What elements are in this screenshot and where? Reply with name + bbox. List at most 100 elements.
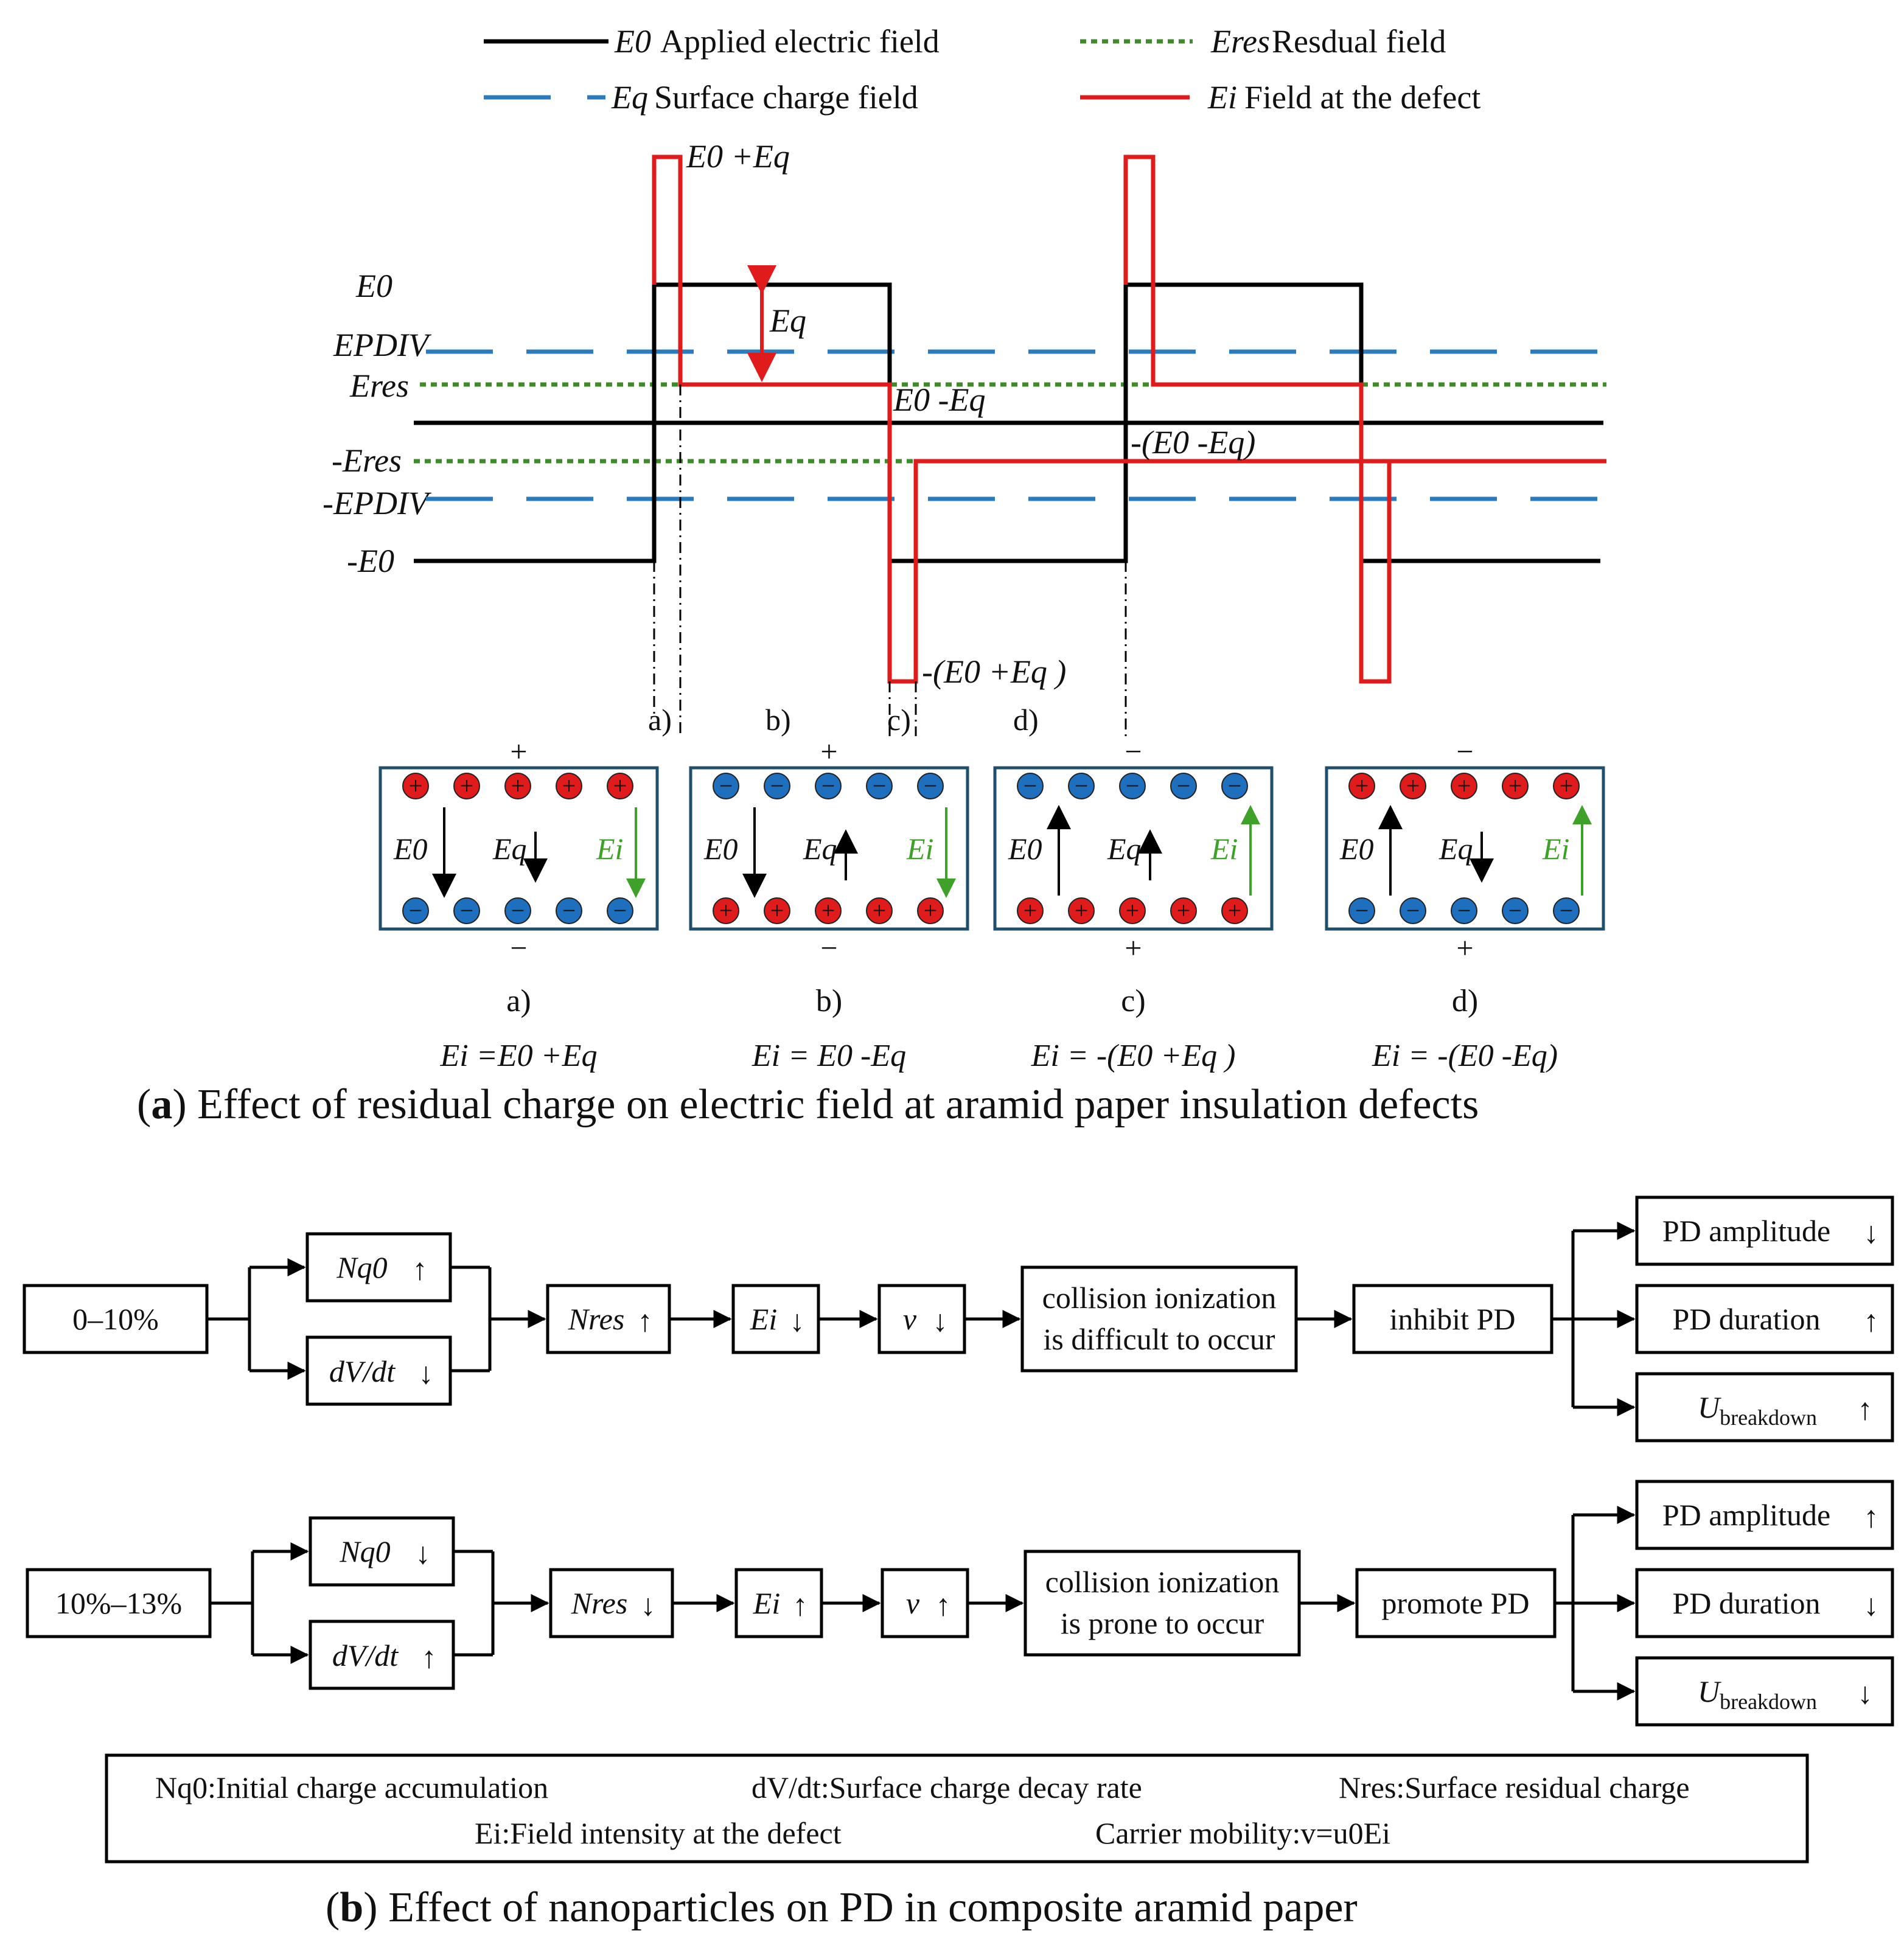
panel-label: a): [506, 984, 531, 1018]
flow-out3-box: [1635, 1372, 1894, 1443]
flow-out2-text: PD duration: [1672, 1586, 1820, 1620]
charge-sign: +: [1228, 897, 1242, 924]
charge-negative: [504, 897, 531, 924]
caption-a-letter: a: [151, 1081, 172, 1128]
charge-positive: [1348, 773, 1375, 799]
flow-out3-symbol: U: [1698, 1674, 1721, 1708]
flow-v-arrow: ↓: [933, 1304, 948, 1338]
charge-sign: +: [562, 772, 576, 799]
flow-dvdt-arrow: ↑: [422, 1640, 437, 1674]
charge-sign: −: [1177, 772, 1191, 799]
charge-positive: [815, 897, 842, 924]
charge-sign: +: [719, 897, 733, 924]
panel-ei-label: Ei: [596, 832, 623, 866]
legend-applied-label: Applied electric field: [660, 23, 940, 60]
panel-e0-label: E0: [703, 832, 738, 866]
y-label-neg-eres: -Eres: [332, 442, 402, 479]
flow-out3-sub: breakdown: [1720, 1405, 1817, 1430]
charge-positive: [917, 897, 944, 924]
flow-dvdt-text: dV/dt: [329, 1354, 396, 1388]
flow-nres-box: [549, 1568, 674, 1638]
caption-a-close: ): [172, 1081, 197, 1128]
charge-sign: −: [511, 897, 525, 924]
panel-formula: Ei =E0 +Eq: [440, 1039, 598, 1073]
charge-sign: −: [719, 772, 733, 799]
charge-sign: +: [613, 772, 627, 799]
panel-ei-label: Ei: [1210, 832, 1238, 866]
marker-d: d): [1013, 703, 1039, 737]
flow-ei-text: Ei: [750, 1302, 777, 1336]
charge-positive: [607, 773, 633, 799]
flow-dvdt-arrow: ↓: [419, 1356, 434, 1390]
charge-sign: +: [1355, 772, 1369, 799]
panel-frame: [1325, 766, 1605, 931]
flow-dvdt-text: dV/dt: [332, 1638, 399, 1672]
flowchart: 0–10%Nq0↑dV/dt↓Nres↑Ei↓v↓collision ioniz…: [23, 1195, 1894, 1727]
flow-start-text: 10%–13%: [55, 1586, 182, 1620]
flow-out3-text: Ubreakdown: [1698, 1674, 1817, 1714]
panel-eq-label: Eq: [803, 832, 837, 866]
charge-negative: [1553, 897, 1580, 924]
flow-v-box: [881, 1568, 969, 1638]
charge-sign: +: [1508, 772, 1522, 799]
charge-positive: [1068, 897, 1095, 924]
charge-sign: −: [613, 897, 627, 924]
panel-bottom-sign: +: [1456, 931, 1473, 965]
panel-formula: Ei = -(E0 +Eq ): [1031, 1039, 1236, 1073]
panel-label: b): [816, 984, 842, 1018]
panel-frame: [378, 766, 659, 931]
flow-start-box: [26, 1568, 212, 1638]
charge-positive: [1400, 773, 1426, 799]
panel-ei-label: Ei: [1542, 832, 1569, 866]
annotation-eq: Eq: [769, 302, 806, 339]
charge-negative: [1451, 897, 1477, 924]
annotation-neg-e0-minus-eq: -(E0 -Eq): [1131, 424, 1255, 461]
flow-out2-box: [1635, 1284, 1894, 1354]
caption-b: (b) Effect of nanoparticles on PD in com…: [326, 1884, 1358, 1931]
flow-nres-arrow: ↑: [638, 1304, 653, 1338]
caption-a-text: Effect of residual charge on electric fi…: [197, 1081, 1479, 1128]
flow-out2-arrow: ↑: [1864, 1304, 1879, 1338]
y-label-epdiv: EPDIV: [333, 327, 432, 363]
charge-positive: [402, 773, 429, 799]
charge-sign: −: [460, 897, 474, 924]
flow-row1: 0–10%Nq0↑dV/dt↓Nres↑Ei↓v↓collision ioniz…: [23, 1195, 1894, 1443]
flow-effect-box: [1352, 1284, 1554, 1354]
y-label-neg-e0: -E0: [347, 543, 394, 579]
caption-b-letter: b: [340, 1884, 363, 1931]
panel-ei-label: Ei: [906, 832, 933, 866]
charge-negative: [713, 773, 739, 799]
glossary-nres: Nres:Surface residual charge: [1339, 1770, 1690, 1805]
charge-sign: −: [1508, 897, 1522, 924]
caption-a-open: (: [137, 1081, 151, 1128]
charge-sign: −: [1406, 897, 1420, 924]
charge-sign: +: [460, 772, 474, 799]
legend-residual-symbol: Eres: [1210, 23, 1270, 60]
charge-sign: −: [873, 772, 887, 799]
charge-negative: [1119, 773, 1146, 799]
charge-sign: −: [1228, 772, 1242, 799]
flow-v-box: [877, 1284, 966, 1354]
panel-e0-label: E0: [393, 832, 428, 866]
panel-eq-label: Eq: [492, 832, 527, 866]
flow-v-text: v: [906, 1586, 920, 1620]
y-label-e0: E0: [355, 268, 392, 304]
glossary: Nq0:Initial charge accumulation dV/dt:Su…: [105, 1753, 1809, 1864]
flow-out1-text: PD amplitude: [1662, 1214, 1830, 1248]
charge-sign: +: [1457, 772, 1471, 799]
flow-out3-arrow: ↑: [1858, 1392, 1873, 1426]
glossary-ei: Ei:Field intensity at the defect: [475, 1816, 842, 1850]
legend: E0 Applied electric field Eres Resdual f…: [484, 23, 1480, 116]
flow-out3-sub: breakdown: [1720, 1690, 1817, 1714]
charge-positive: [1553, 773, 1580, 799]
flow-dvdt-box: [305, 1335, 452, 1406]
flow-nq0-text: Nq0: [336, 1250, 387, 1284]
flow-nq0-text: Nq0: [339, 1534, 390, 1568]
defect-field-wave: [652, 155, 1606, 684]
charge-negative: [866, 773, 893, 799]
flow-out1-box: [1635, 1480, 1894, 1550]
flow-out1-box: [1635, 1195, 1894, 1266]
